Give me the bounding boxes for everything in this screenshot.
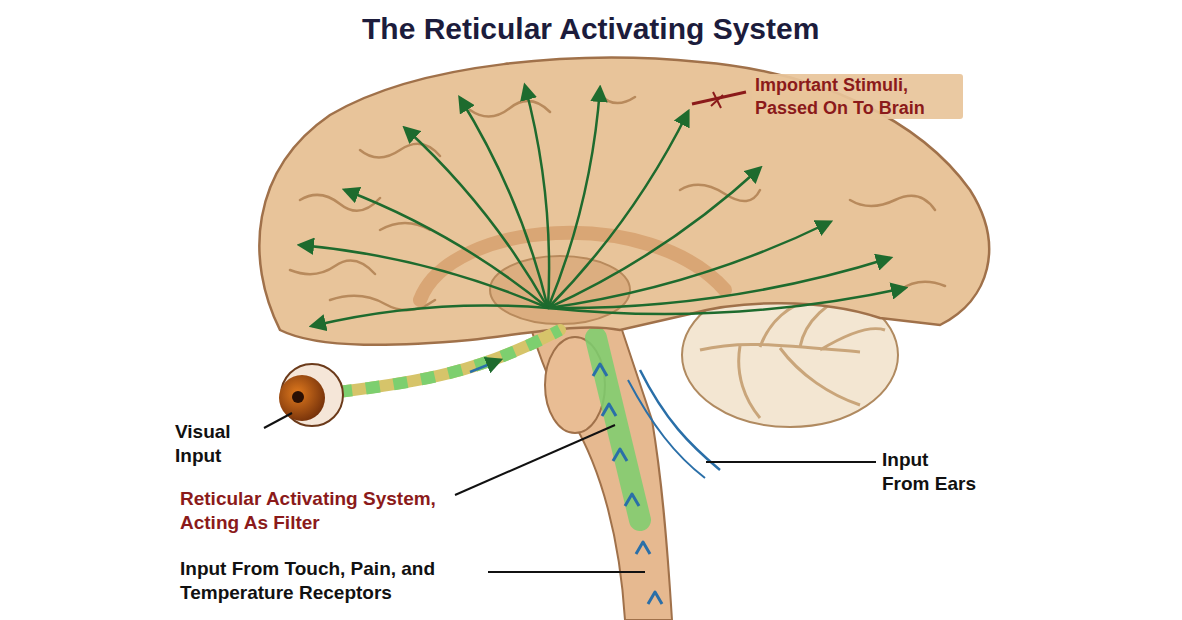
green-arrow <box>548 112 688 308</box>
callout-label: Important Stimuli, Passed On To Brain <box>752 74 963 119</box>
green-arrow <box>300 245 548 308</box>
callout-label: Reticular Activating System, Acting As F… <box>180 487 452 535</box>
blue-chevron <box>593 364 607 376</box>
blue-chevron <box>613 449 627 461</box>
green-arrow <box>548 88 600 308</box>
cerebrum <box>259 58 989 345</box>
green-arrow <box>405 128 548 308</box>
callout-label: Input From Ears <box>882 448 980 496</box>
green-arrow <box>548 288 905 314</box>
callout-label: Input From Touch, Pain, and Temperature … <box>180 557 510 605</box>
blue-chevron <box>636 542 650 554</box>
green-arrow <box>548 222 830 308</box>
callout-label: Visual Input <box>175 420 267 468</box>
eye <box>279 330 560 426</box>
blue-chevron <box>648 592 662 604</box>
green-arrow <box>525 86 549 308</box>
blue-chevron <box>625 494 639 506</box>
brainstem <box>528 318 672 620</box>
green-arrow <box>345 190 548 308</box>
green-arrow <box>312 305 548 326</box>
blue-chevron <box>602 404 616 416</box>
activation-arrows <box>300 86 905 326</box>
upward-arrows <box>593 364 662 604</box>
diagram-title: The Reticular Activating System <box>362 10 819 48</box>
nerve-paths <box>470 360 720 478</box>
